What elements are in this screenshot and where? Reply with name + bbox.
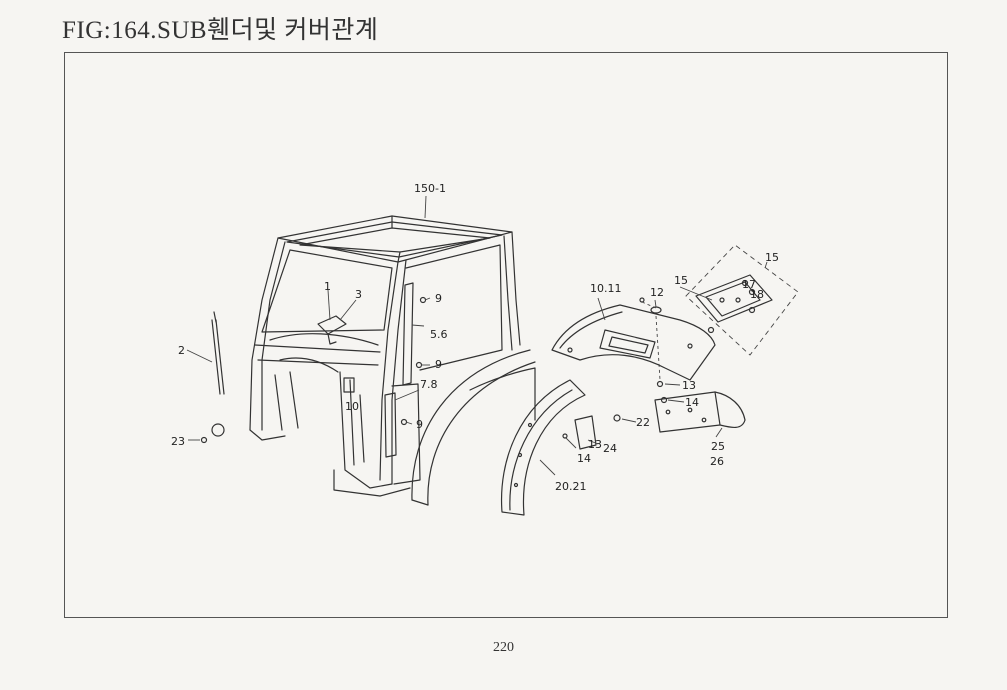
diagram-frame bbox=[64, 52, 948, 618]
switch-panel bbox=[695, 274, 773, 334]
callout-15b: 15 bbox=[765, 251, 779, 264]
callout-150-1: 150-1 bbox=[414, 182, 446, 195]
figure-title: FIG:164.SUB휀더및 커버관계 bbox=[62, 17, 379, 44]
callout-12: 12 bbox=[650, 286, 664, 299]
callout-23: 23 bbox=[171, 435, 185, 448]
callout-9a: 9 bbox=[435, 292, 442, 305]
callout-20-21: 20.21 bbox=[555, 480, 587, 493]
callout-26: 26 bbox=[710, 455, 724, 468]
brackets bbox=[574, 391, 746, 450]
callout-15a: 15 bbox=[674, 274, 688, 287]
small-fittings bbox=[562, 297, 668, 439]
callout-1: 1 bbox=[324, 280, 331, 293]
callout-25: 25 bbox=[711, 440, 725, 453]
callout-13b: 13 bbox=[588, 438, 602, 451]
callout-3: 3 bbox=[355, 288, 362, 301]
callout-9b: 9 bbox=[435, 358, 442, 371]
callout-7-8: 7.8 bbox=[420, 378, 438, 391]
callout-24: 24 bbox=[603, 442, 617, 455]
callout-22: 22 bbox=[636, 416, 650, 429]
callout-13a: 13 bbox=[682, 379, 696, 392]
page-number: 220 bbox=[493, 640, 514, 655]
callout-5-6: 5.6 bbox=[430, 328, 448, 341]
callout-18: 18 bbox=[750, 288, 764, 301]
callout-14b: 14 bbox=[577, 452, 591, 465]
fender-10-11 bbox=[551, 304, 716, 381]
callout-14a: 14 bbox=[685, 396, 699, 409]
callout-2: 2 bbox=[178, 344, 185, 357]
callout-10: 10 bbox=[345, 400, 359, 413]
callout-10-11: 10.11 bbox=[590, 282, 622, 295]
fender-20-21 bbox=[500, 379, 586, 516]
wiper-arm bbox=[211, 311, 225, 437]
wiper-motor bbox=[317, 315, 347, 345]
cab-roof bbox=[277, 215, 513, 263]
fasteners bbox=[200, 296, 427, 444]
cab-body bbox=[249, 231, 536, 506]
callout-9c: 9 bbox=[416, 418, 423, 431]
callout-17: 17 bbox=[742, 278, 756, 291]
